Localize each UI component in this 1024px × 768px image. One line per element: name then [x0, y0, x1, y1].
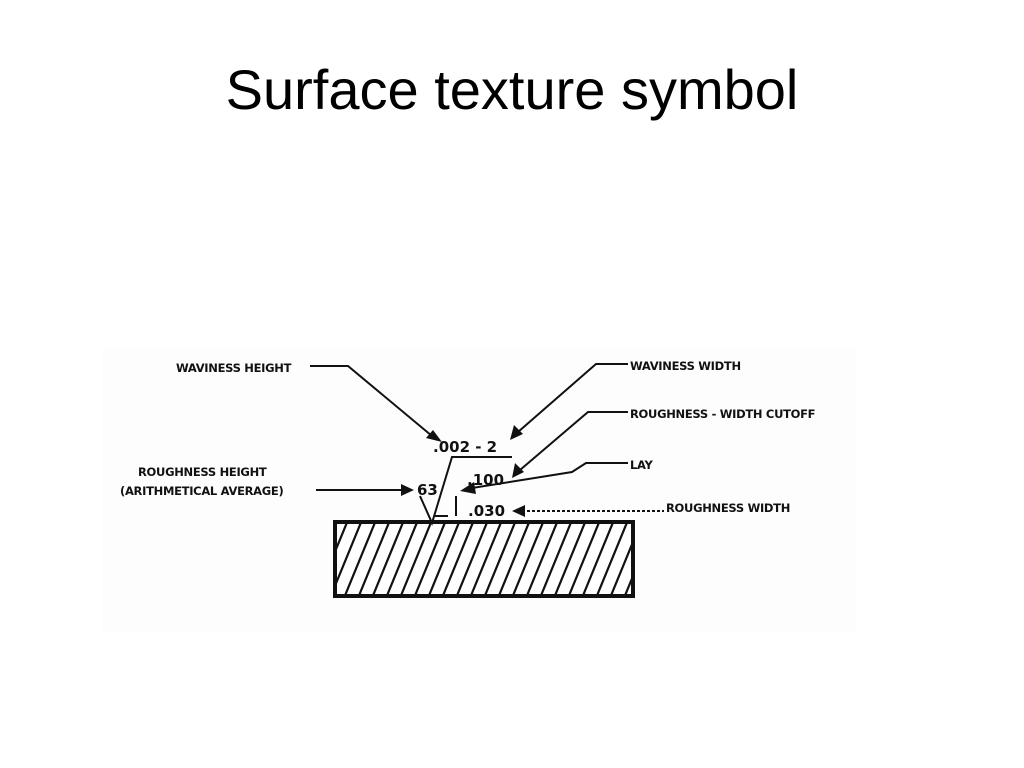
- leader-roughness-cutoff: [512, 411, 628, 478]
- leader-waviness-height: [310, 365, 442, 442]
- hatch-line: [610, 541, 632, 594]
- hatch-line: [512, 524, 544, 594]
- hatch-line: [372, 524, 404, 594]
- hatch-line: [386, 524, 418, 594]
- hatch-line: [428, 524, 460, 594]
- leader-roughness-width: [512, 505, 664, 517]
- hatch-line: [498, 524, 530, 594]
- hatch-line: [582, 524, 614, 594]
- hatch-line: [484, 524, 516, 594]
- slide-title: Surface texture symbol: [225, 58, 799, 121]
- label-waviness-height: WAVINESS HEIGHT: [176, 361, 292, 375]
- roughness-height-value: 63: [417, 481, 438, 499]
- hatch-line: [652, 520, 684, 598]
- label-roughness-height-line2: (ARITHMETICAL AVERAGE): [120, 484, 283, 498]
- hatch-line: [470, 524, 502, 594]
- workpiece-block: [302, 520, 684, 598]
- label-lay: LAY: [630, 458, 654, 472]
- hatch-line: [344, 524, 376, 594]
- hatch-line: [302, 520, 334, 598]
- roughness-width-value: .030: [468, 502, 505, 520]
- leader-roughness-height: [316, 484, 414, 496]
- hatch-line: [336, 524, 362, 587]
- hatch-line: [540, 524, 572, 594]
- surface-texture-diagram: .002 - 2 63 .100 .030 WAVINESS HEIGHT WA…: [120, 359, 816, 598]
- label-roughness-width-cutoff: ROUGHNESS - WIDTH CUTOFF: [630, 407, 815, 421]
- hatch-line: [358, 524, 390, 594]
- hatch-line: [526, 524, 558, 594]
- hatch-line: [400, 524, 432, 594]
- surface-texture-figure: .002 - 2 63 .100 .030 WAVINESS HEIGHT WA…: [102, 348, 856, 632]
- hatch-pattern: [302, 520, 684, 598]
- label-roughness-height-line1: ROUGHNESS HEIGHT: [138, 465, 267, 479]
- hatch-line: [624, 575, 632, 594]
- hatch-line: [568, 524, 600, 594]
- surface-symbol: [419, 456, 512, 526]
- hatch-line: [638, 520, 670, 598]
- hatch-line: [336, 524, 348, 553]
- hatch-line: [596, 524, 628, 594]
- hatch-line: [414, 524, 446, 594]
- hatch-line: [456, 524, 488, 594]
- leader-waviness-width: [510, 363, 628, 440]
- label-waviness-width: WAVINESS WIDTH: [630, 359, 741, 373]
- label-roughness-width: ROUGHNESS WIDTH: [666, 501, 790, 515]
- leader-lay: [460, 462, 628, 494]
- hatch-line: [554, 524, 586, 594]
- hatch-line: [442, 524, 474, 594]
- waviness-value: .002 - 2: [433, 438, 497, 456]
